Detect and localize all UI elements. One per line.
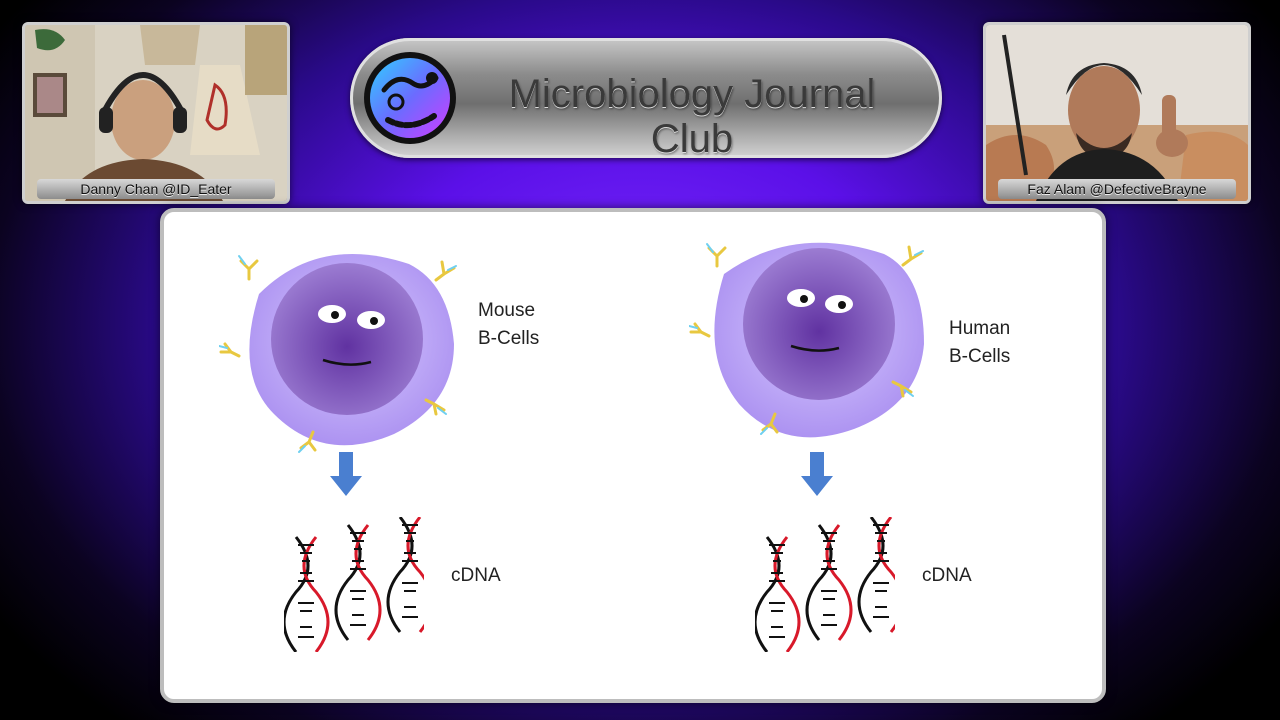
microbe-logo-icon [364, 52, 456, 144]
human-b-cells-label: Human B-Cells [949, 315, 1010, 371]
mouse-b-cells-label: Mouse B-Cells [478, 297, 539, 353]
cdna-strands-illustration [284, 517, 424, 652]
participant-name-tag: Faz Alam @DefectiveBrayne [998, 179, 1236, 199]
cdna-strands-illustration [755, 517, 895, 652]
webcam-tile-left: Danny Chan @ID_Eater [22, 22, 290, 204]
mouse-b-cell-illustration [219, 254, 457, 453]
cell-label-line2: B-Cells [478, 328, 540, 349]
participant-name-tag: Danny Chan @ID_Eater [37, 179, 275, 199]
cell-label-line1: Human [949, 318, 1011, 339]
down-arrow-icon [330, 452, 362, 496]
cdna-label-left: cDNA [451, 565, 501, 586]
page-title: Microbiology Journal Club [508, 72, 876, 161]
webcam-feed-left [25, 25, 287, 201]
webcam-tile-right: Faz Alam @DefectiveBrayne [983, 22, 1251, 204]
cell-label-line1: Mouse [478, 300, 536, 321]
cdna-label-right: cDNA [922, 565, 972, 586]
cell-label-line2: B-Cells [949, 346, 1011, 367]
title-banner: Microbiology Journal Club [350, 38, 942, 161]
webcam-feed-right [986, 25, 1248, 201]
human-b-cell-illustration [689, 242, 924, 438]
down-arrow-icon [801, 452, 833, 496]
presentation-slide: Mouse B-Cells [160, 208, 1106, 703]
